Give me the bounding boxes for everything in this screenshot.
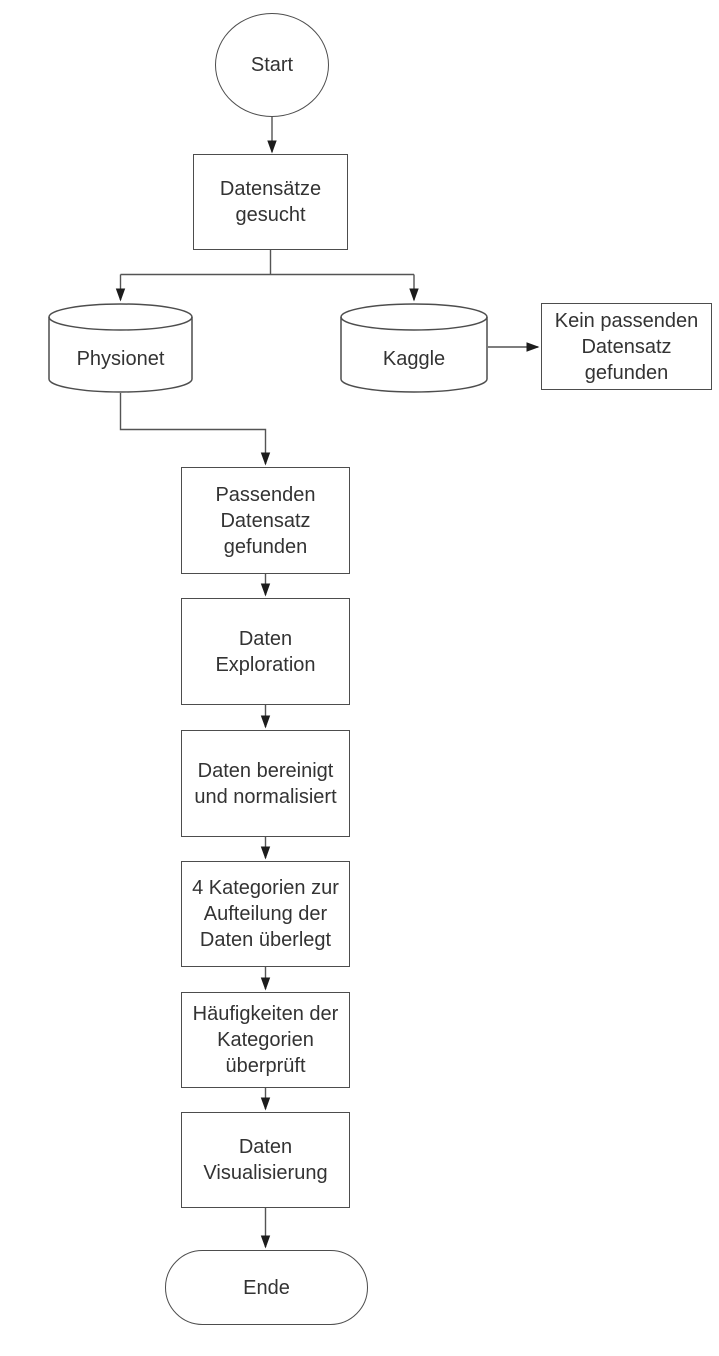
node-haeufigkeiten-label: Häufigkeiten der Kategorien überprüft bbox=[192, 1003, 339, 1077]
node-daten-bereinigt[interactable]: Daten bereinigt und normalisiert bbox=[181, 730, 350, 837]
node-passenden-datensatz-gefunden[interactable]: Passenden Datensatz gefunden bbox=[181, 467, 350, 574]
node-passenden-label: Passenden Datensatz gefunden bbox=[215, 483, 316, 558]
node-datensaetze-gesucht[interactable]: Datensätze gesucht bbox=[193, 154, 348, 250]
node-kaggle[interactable]: Kaggle bbox=[340, 303, 488, 393]
node-ende-label: Ende bbox=[243, 1276, 290, 1299]
node-start[interactable]: Start bbox=[215, 13, 329, 117]
node-daten-visualisierung[interactable]: Daten Visualisierung bbox=[181, 1112, 350, 1208]
node-kein-passenden-label: Kein passenden Datensatz gefunden bbox=[554, 309, 699, 384]
node-daten-exploration-label: Daten Exploration bbox=[215, 627, 316, 676]
node-ende[interactable]: Ende bbox=[165, 1250, 368, 1325]
node-physionet-label: Physionet bbox=[76, 348, 165, 370]
node-datensaetze-gesucht-label: Datensätze gesucht bbox=[219, 178, 322, 226]
node-kein-passenden-datensatz-gefunden[interactable]: Kein passenden Datensatz gefunden bbox=[541, 303, 712, 390]
node-daten-exploration[interactable]: Daten Exploration bbox=[181, 598, 350, 705]
node-kaggle-label: Kaggle bbox=[382, 348, 446, 370]
node-kategorien-ueberlegt[interactable]: 4 Kategorien zur Aufteilung der Daten üb… bbox=[181, 861, 350, 967]
node-daten-visualisierung-label: Daten Visualisierung bbox=[203, 1136, 328, 1184]
node-kategorien-label: 4 Kategorien zur Aufteilung der Daten üb… bbox=[192, 877, 339, 951]
node-start-label: Start bbox=[250, 54, 294, 76]
database-shape-icon bbox=[340, 303, 488, 393]
database-shape-icon bbox=[48, 303, 193, 393]
node-daten-bereinigt-label: Daten bereinigt und normalisiert bbox=[194, 759, 337, 808]
edge-physionet-to-passenden[interactable] bbox=[119, 393, 271, 466]
node-haeufigkeiten-ueberprueft[interactable]: Häufigkeiten der Kategorien überprüft bbox=[181, 992, 350, 1088]
node-physionet[interactable]: Physionet bbox=[48, 303, 193, 393]
